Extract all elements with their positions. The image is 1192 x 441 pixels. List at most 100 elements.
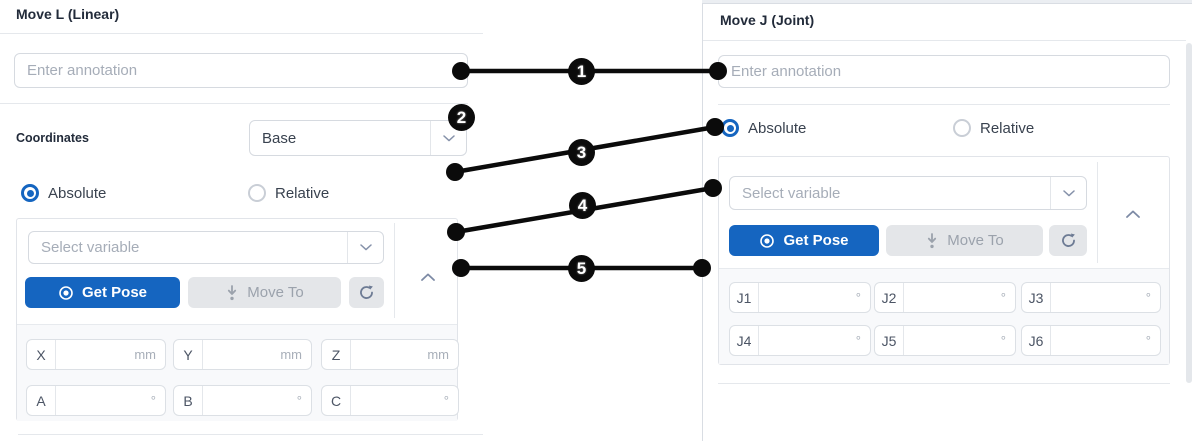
coordinates-select-value: Base bbox=[262, 129, 297, 147]
move-l-refresh-button[interactable] bbox=[349, 277, 384, 308]
refresh-icon bbox=[358, 284, 375, 301]
joint-j2-input[interactable] bbox=[904, 283, 1001, 312]
callout-badge-1: 1 bbox=[568, 58, 595, 85]
divider bbox=[718, 104, 1170, 105]
page-background-strip bbox=[702, 0, 1192, 3]
field-unit: mm bbox=[280, 347, 302, 362]
move-down-icon bbox=[225, 284, 239, 301]
move-j-get-pose-button[interactable]: Get Pose bbox=[729, 225, 879, 256]
field-label: B bbox=[174, 386, 203, 415]
joint-field-j5: J5 ° bbox=[874, 325, 1016, 356]
field-label: J4 bbox=[730, 326, 759, 355]
joint-field-j4: J4 ° bbox=[729, 325, 871, 356]
move-to-label: Move To bbox=[247, 284, 304, 301]
field-label: J2 bbox=[875, 283, 904, 312]
field-unit: mm bbox=[134, 347, 156, 362]
divider bbox=[0, 33, 483, 34]
pose-z-input[interactable] bbox=[351, 340, 428, 369]
divider bbox=[1097, 162, 1098, 263]
joint-j6-input[interactable] bbox=[1051, 326, 1146, 355]
field-label: J6 bbox=[1022, 326, 1051, 355]
pose-a-input[interactable] bbox=[56, 386, 151, 415]
move-l-absolute-radio[interactable]: Absolute bbox=[21, 184, 106, 202]
move-j-variable-select[interactable]: Select variable bbox=[729, 176, 1087, 210]
joint-field-j6: J6 ° bbox=[1021, 325, 1161, 356]
radio-unselected-icon bbox=[953, 119, 971, 137]
move-l-variable-select[interactable]: Select variable bbox=[28, 231, 384, 264]
field-unit: ° bbox=[1000, 290, 1006, 305]
field-label: Y bbox=[174, 340, 203, 369]
move-l-move-to-button[interactable]: Move To bbox=[188, 277, 341, 308]
relative-label: Relative bbox=[275, 184, 330, 202]
pose-field-a: A ° bbox=[26, 385, 166, 416]
joint-field-j1: J1 ° bbox=[729, 282, 871, 313]
pose-field-c: C ° bbox=[321, 385, 459, 416]
field-unit: ° bbox=[1145, 290, 1151, 305]
relative-label: Relative bbox=[980, 119, 1035, 137]
radio-selected-icon bbox=[21, 184, 39, 202]
move-j-pose-group: Select variable Get Pose Move To bbox=[718, 156, 1170, 365]
field-label: J3 bbox=[1022, 283, 1051, 312]
move-j-fields-section: J1 ° J2 ° J3 ° J4 ° J5 ° bbox=[719, 268, 1169, 364]
divider bbox=[18, 434, 483, 435]
divider bbox=[718, 383, 1170, 384]
move-l-fields-section: X mm Y mm Z mm A ° bbox=[17, 324, 459, 421]
joint-j4-input[interactable] bbox=[759, 326, 856, 355]
field-unit: ° bbox=[443, 393, 449, 408]
chevron-down-icon bbox=[1050, 177, 1086, 209]
move-l-get-pose-button[interactable]: Get Pose bbox=[25, 277, 180, 308]
get-pose-target-icon bbox=[58, 285, 74, 301]
pose-x-input[interactable] bbox=[56, 340, 135, 369]
joint-j5-input[interactable] bbox=[904, 326, 1001, 355]
callout-badge-5: 5 bbox=[568, 255, 595, 282]
field-label: A bbox=[27, 386, 56, 415]
coordinates-select[interactable]: Base bbox=[249, 120, 467, 156]
divider bbox=[703, 40, 1186, 41]
pose-field-x: X mm bbox=[26, 339, 166, 370]
move-j-collapse-chevron-up-icon[interactable] bbox=[1125, 208, 1141, 220]
coordinates-label: Coordinates bbox=[16, 131, 89, 145]
pose-field-y: Y mm bbox=[173, 339, 312, 370]
move-to-label: Move To bbox=[947, 232, 1004, 249]
move-j-annotation-input[interactable] bbox=[718, 55, 1170, 88]
variable-select-placeholder: Select variable bbox=[742, 184, 841, 202]
vertical-scrollbar[interactable] bbox=[1186, 43, 1192, 383]
field-unit: ° bbox=[1145, 333, 1151, 348]
get-pose-label: Get Pose bbox=[81, 284, 148, 301]
move-l-collapse-chevron-up-icon[interactable] bbox=[420, 271, 436, 283]
move-l-pose-group: Select variable Get Pose Move To bbox=[16, 218, 459, 421]
absolute-label: Absolute bbox=[748, 119, 807, 137]
move-j-refresh-button[interactable] bbox=[1049, 225, 1087, 256]
pose-c-input[interactable] bbox=[351, 386, 444, 415]
field-unit: ° bbox=[855, 333, 861, 348]
move-j-absolute-radio[interactable]: Absolute bbox=[721, 119, 806, 137]
move-l-title: Move L (Linear) bbox=[16, 6, 120, 22]
field-label: X bbox=[27, 340, 56, 369]
pose-field-z: Z mm bbox=[321, 339, 459, 370]
move-down-icon bbox=[925, 232, 939, 249]
pose-y-input[interactable] bbox=[203, 340, 281, 369]
chevron-down-icon bbox=[347, 232, 383, 263]
move-j-move-to-button[interactable]: Move To bbox=[886, 225, 1043, 256]
callout-badge-3: 3 bbox=[568, 139, 595, 166]
field-label: C bbox=[322, 386, 351, 415]
field-label: Z bbox=[322, 340, 351, 369]
callout-badge-2: 2 bbox=[448, 104, 475, 131]
pose-b-input[interactable] bbox=[203, 386, 297, 415]
get-pose-target-icon bbox=[759, 233, 775, 249]
move-l-relative-radio[interactable]: Relative bbox=[248, 184, 329, 202]
joint-j1-input[interactable] bbox=[759, 283, 856, 312]
divider bbox=[0, 103, 468, 104]
variable-select-placeholder: Select variable bbox=[41, 239, 140, 256]
field-unit: ° bbox=[1000, 333, 1006, 348]
move-j-relative-radio[interactable]: Relative bbox=[953, 119, 1034, 137]
radio-selected-icon bbox=[721, 119, 739, 137]
field-unit: ° bbox=[296, 393, 302, 408]
refresh-icon bbox=[1060, 232, 1077, 249]
joint-field-j3: J3 ° bbox=[1021, 282, 1161, 313]
move-l-annotation-input[interactable] bbox=[14, 53, 468, 88]
field-label: J1 bbox=[730, 283, 759, 312]
callout-endpoint-dot bbox=[446, 163, 464, 181]
joint-j3-input[interactable] bbox=[1051, 283, 1146, 312]
